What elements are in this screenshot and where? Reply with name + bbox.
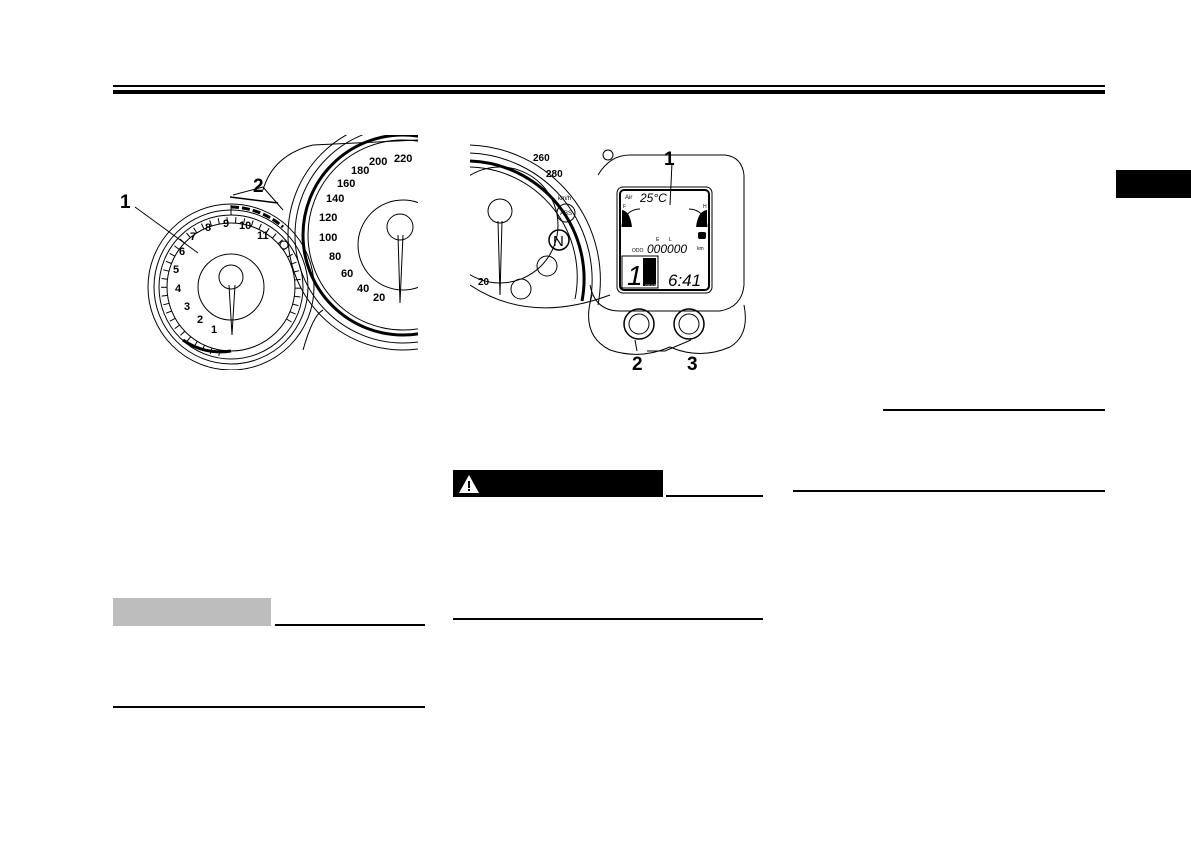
speedo-number-100: 100 [319,232,337,244]
odometer-value: 000000 [647,242,687,256]
notice-header-rule [275,624,425,626]
figure-tachometer: 1 2 3 4 5 6 7 8 9 10 11 20 40 60 80 100 … [120,135,418,370]
speedo-number-80: 80 [329,251,341,263]
speedo-number-120: 120 [319,212,337,224]
odo-unit: km [697,246,704,252]
tach-tick [293,270,300,273]
tach-number-2: 2 [197,314,203,326]
tach-tick [294,295,301,298]
fuel-full-label: F [623,204,626,210]
tach-tick [161,294,168,297]
temp-high-label: H [703,204,707,210]
chapter-tab [1116,170,1191,198]
temp-low-label: L [669,237,672,243]
tach-tick [250,220,254,227]
notice-header-bar [113,598,271,626]
air-label: Air [625,195,632,201]
gear-position: 1 [627,260,643,291]
tach-number-8: 8 [205,222,211,234]
tach-tick [289,311,296,315]
tach-tick [265,228,270,234]
clock-display: 6:41 [668,271,701,290]
tach-tick [186,232,191,238]
tach-tick [180,330,186,336]
warning-triangle-icon [459,475,479,493]
tach-tick [193,227,198,234]
tach-tick [193,341,198,347]
callout-2: 2 [632,354,643,375]
tach-tick [294,278,301,281]
tach-tick [165,260,172,264]
callout-1: 1 [664,149,675,170]
tach-tick [169,252,176,257]
odo-label: ODO [632,248,644,254]
speedo-number-140: 140 [326,193,344,205]
neutral-indicator: N [553,233,564,250]
warning-header-rule [666,495,763,497]
speedo-number-60: 60 [341,268,353,280]
tach-number-9: 9 [223,218,229,230]
warning-end-rule [453,618,763,620]
tach-tick [209,220,212,227]
tach-tick [277,239,283,245]
tach-number-5: 5 [173,264,179,276]
speedo-number-260: 260 [533,153,550,164]
tach-tick [186,336,192,342]
header-rule-thin [113,85,1105,87]
tach-tick [292,303,299,307]
tach-number-10: 10 [239,220,251,232]
abs-label: ABS [560,211,572,217]
tach-number-4: 4 [175,283,182,295]
tach-tick [290,261,297,265]
tach-tick [201,344,205,351]
tach-tick [174,245,180,250]
tach-number-3: 3 [184,301,190,313]
tach-tick [258,223,262,230]
speedo-number-40: 40 [357,283,369,295]
callout-2: 2 [253,176,264,197]
tach-tick [272,233,277,239]
gear-label: GEAR [645,283,656,288]
tach-tick [243,218,246,225]
speedo-number-20: 20 [373,292,385,304]
tach-tick [287,253,294,258]
tach-number-7: 7 [190,231,196,243]
tach-tick [217,218,220,225]
speedo-number-160: 160 [337,178,355,190]
tach-tick [163,302,170,306]
speedo-number-200: 200 [369,156,387,168]
warning-header-bar [453,470,663,497]
tach-tick [283,246,289,251]
tach-number-11: 11 [257,230,269,242]
tach-tick [163,269,170,272]
tach-tick [218,349,221,356]
right-section-rule-2 [793,490,1105,492]
tach-number-1: 1 [211,324,217,336]
speedo-number-180: 180 [351,165,369,177]
tach-tick [286,318,292,323]
figure-multifunction-display: 20 260 280 km/h ABS N Air 25°C F E L H O… [470,144,746,375]
fuel-empty-label: E [656,237,660,243]
tach-tick [174,324,180,330]
air-temperature: 25°C [639,191,667,205]
speed-unit: km/h [558,196,571,202]
tach-tick [179,238,185,244]
tach-tick [200,223,205,230]
callout-3: 3 [687,354,698,375]
speedo-number-20: 20 [478,277,490,288]
tach-tick [161,278,168,280]
tach-number-6: 6 [179,246,185,258]
speedo-number-220: 220 [394,153,412,165]
notice-end-rule [113,706,425,708]
tach-tick [169,317,176,322]
speedo-number-280: 280 [546,169,563,180]
tach-tick [165,310,172,314]
right-section-rule-1 [883,409,1105,411]
tach-tick [209,347,213,355]
callout-1: 1 [120,192,131,213]
header-rule-thick [113,90,1105,94]
